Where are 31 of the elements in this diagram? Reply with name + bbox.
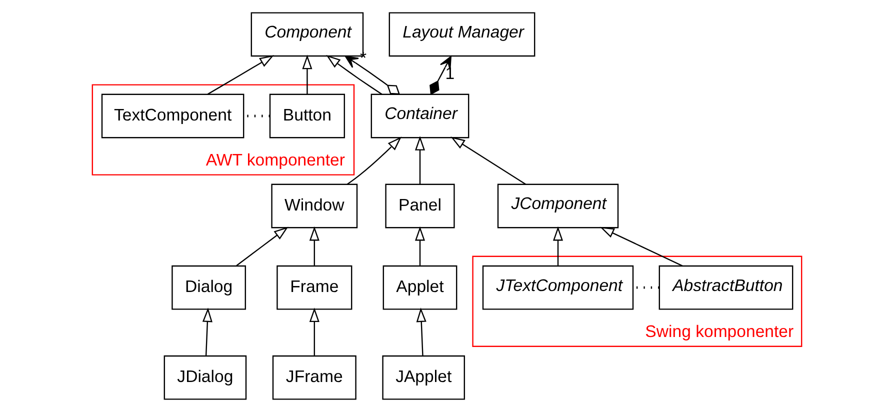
node-box: Frame: [276, 265, 352, 310]
arrow: [308, 308, 319, 356]
node-box: Panel: [384, 184, 454, 228]
arrow: [326, 55, 382, 95]
node-box: JDialog: [163, 355, 246, 400]
arrow: [599, 226, 682, 266]
node-box: AbstractButton: [658, 265, 793, 310]
arrow: [346, 136, 402, 185]
arrow: [206, 55, 274, 95]
arrow: [414, 226, 425, 266]
node-box: Dialog: [171, 265, 246, 310]
arrow: [416, 308, 426, 356]
node-box: Button: [268, 94, 344, 138]
node-box: JComponent: [496, 184, 618, 228]
node-box: JFrame: [272, 355, 356, 400]
arrow: [202, 308, 212, 356]
arrow: [414, 136, 425, 184]
node-box: Container: [370, 94, 469, 138]
node-box: JApplet: [382, 355, 464, 400]
arrow: [236, 226, 288, 266]
arrow: [429, 56, 451, 95]
arrow: [302, 54, 312, 94]
arrow: [450, 136, 526, 185]
node-box: Layout Manager: [388, 12, 535, 57]
arrow: [308, 226, 319, 266]
node-box: Window: [270, 184, 358, 228]
node-box: JTextComponent: [482, 265, 634, 310]
node-box: TextComponent: [100, 94, 244, 138]
node-box: Applet: [382, 265, 457, 310]
arrow: [552, 226, 563, 266]
arrow: [344, 56, 400, 95]
